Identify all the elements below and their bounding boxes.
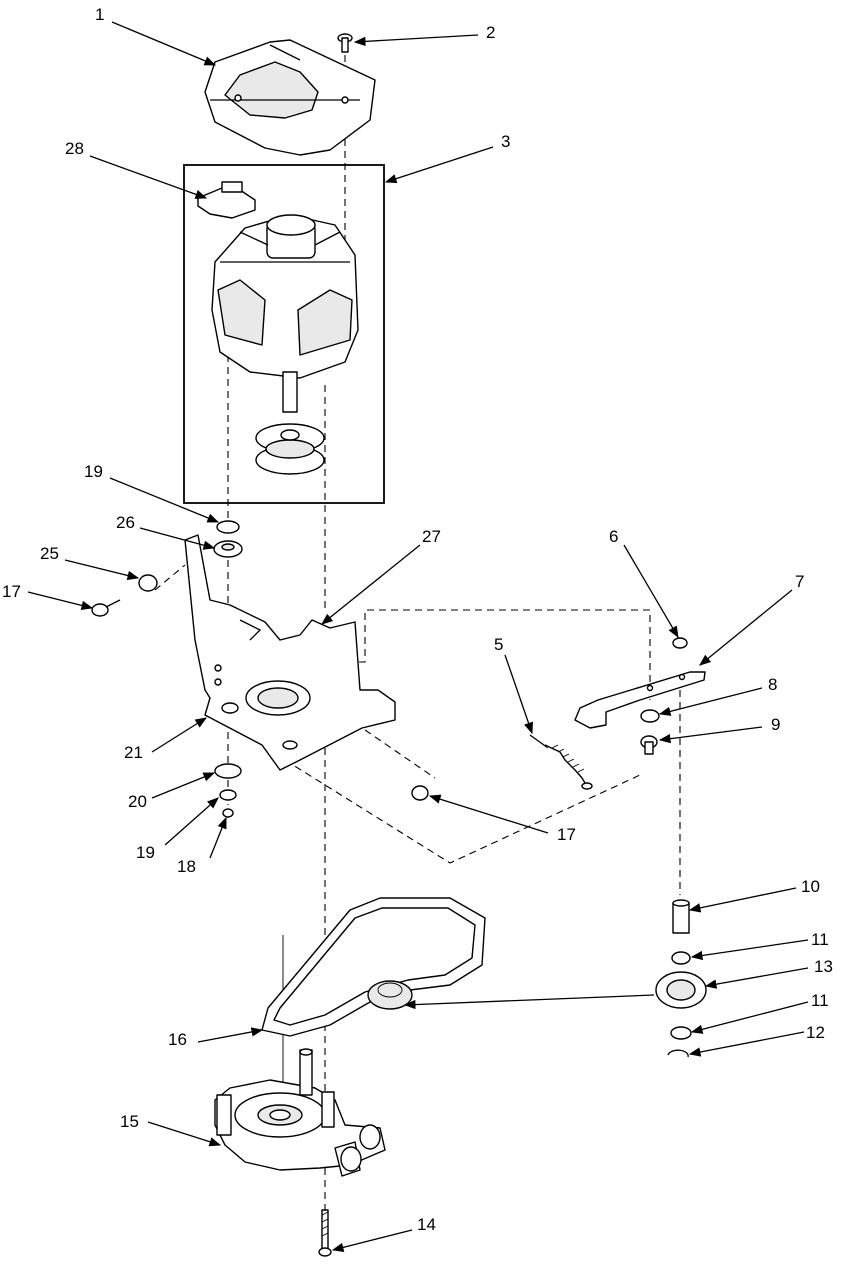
idler-arm bbox=[574, 637, 706, 755]
callout-25: 25 bbox=[40, 544, 59, 563]
drive-belt bbox=[261, 897, 486, 1037]
motor bbox=[211, 214, 359, 413]
water-pump bbox=[214, 1048, 386, 1177]
bracket-screw bbox=[411, 785, 429, 801]
callout-9: 9 bbox=[771, 715, 780, 734]
callout-26: 26 bbox=[116, 513, 135, 532]
callout-labels: 1 2 3 28 19 26 25 17 27 6 7 5 8 9 21 20 … bbox=[2, 5, 833, 1234]
callout-27: 27 bbox=[422, 527, 441, 546]
callout-14: 14 bbox=[417, 1215, 436, 1234]
motor-pulley bbox=[255, 423, 325, 475]
callout-21: 21 bbox=[124, 743, 143, 762]
callout-2: 2 bbox=[486, 23, 495, 42]
callout-16: 16 bbox=[168, 1030, 187, 1049]
motor-bracket bbox=[184, 534, 396, 771]
motor-cover bbox=[204, 39, 376, 156]
callout-8: 8 bbox=[768, 675, 777, 694]
callout-1: 1 bbox=[95, 5, 104, 24]
callout-11-top: 11 bbox=[811, 930, 829, 949]
callout-5: 5 bbox=[494, 635, 503, 654]
callout-19-top: 19 bbox=[84, 462, 103, 481]
motor-assembly-box bbox=[183, 164, 385, 504]
callout-11-bottom: 11 bbox=[811, 991, 829, 1010]
callout-6: 6 bbox=[609, 527, 618, 546]
callout-13: 13 bbox=[814, 957, 833, 976]
callout-18: 18 bbox=[177, 857, 196, 876]
callout-19-bottom: 19 bbox=[136, 843, 155, 862]
callout-15: 15 bbox=[120, 1112, 139, 1131]
callout-12: 12 bbox=[806, 1023, 825, 1042]
callout-3: 3 bbox=[501, 132, 510, 151]
idler-pulley-stack bbox=[655, 899, 707, 1058]
callout-17-right: 17 bbox=[557, 825, 576, 844]
callout-20: 20 bbox=[128, 792, 147, 811]
leader-lines bbox=[27, 21, 809, 1252]
cover-screw bbox=[337, 33, 353, 53]
callout-28: 28 bbox=[65, 139, 84, 158]
pump-bolt bbox=[318, 1209, 332, 1257]
idler-spring bbox=[529, 734, 593, 790]
callout-17-left: 17 bbox=[2, 582, 21, 601]
callout-7: 7 bbox=[795, 572, 804, 591]
motor-clip bbox=[197, 181, 256, 219]
callout-10: 10 bbox=[801, 877, 820, 896]
